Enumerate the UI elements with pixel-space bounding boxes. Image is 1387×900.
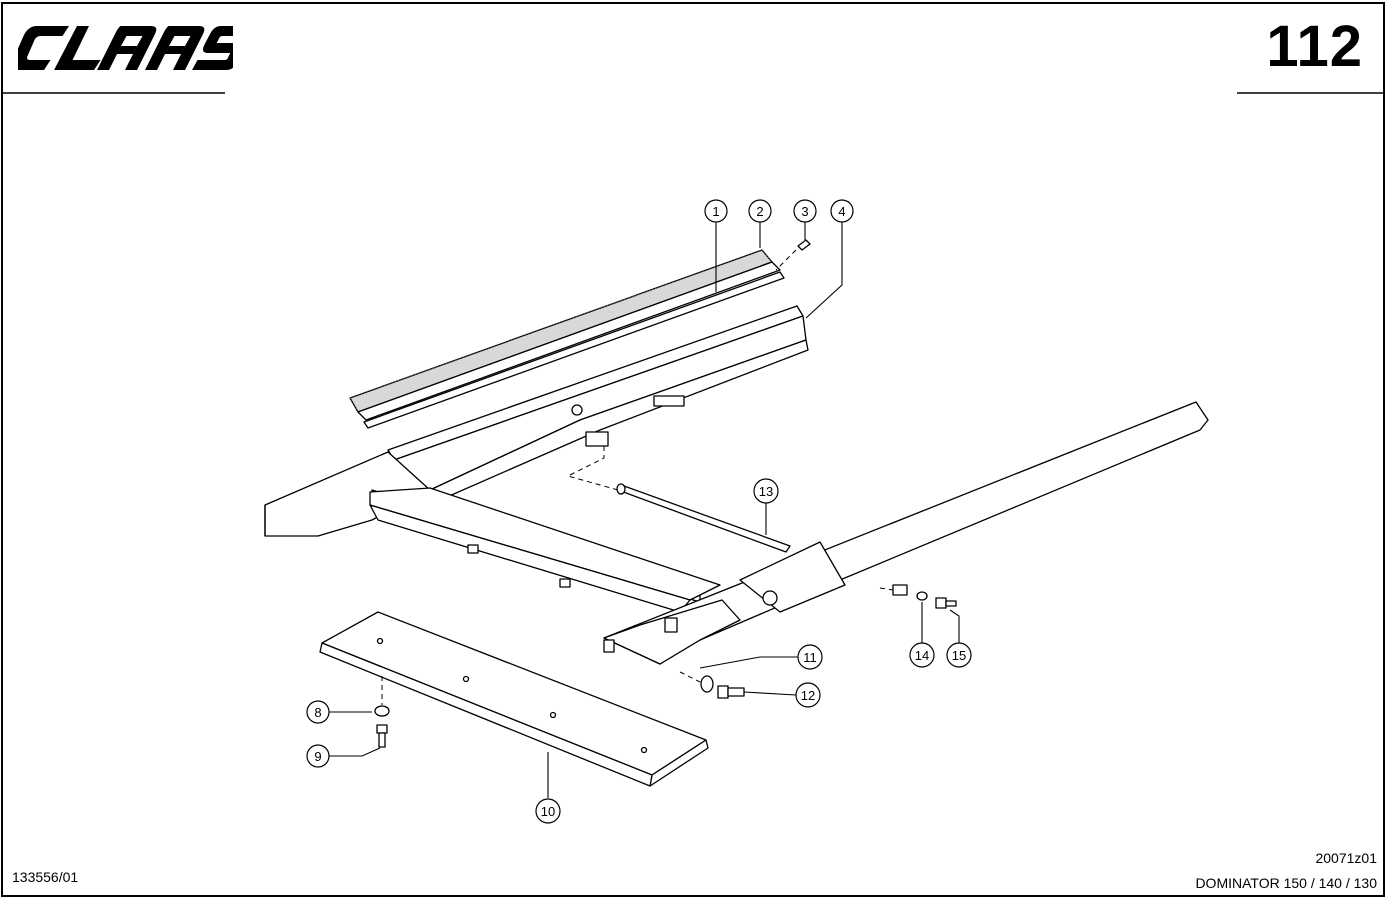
svg-text:13: 13 [759, 484, 773, 499]
callout-13: 13 [753, 478, 779, 504]
svg-text:3: 3 [801, 204, 808, 219]
callout-11: 11 [797, 644, 823, 670]
callout-3: 3 [793, 199, 817, 223]
part-bolt-12 [717, 685, 745, 699]
part-bracket [585, 431, 609, 447]
part-clamp-bar [363, 271, 785, 429]
model-designation: DOMINATOR 150 / 140 / 130 [1195, 875, 1377, 891]
part-screw-3 [797, 239, 811, 251]
callout-2: 2 [748, 199, 772, 223]
svg-text:15: 15 [952, 648, 966, 663]
callout-14: 14 [909, 642, 935, 668]
svg-text:2: 2 [756, 204, 763, 219]
svg-text:14: 14 [915, 648, 929, 663]
part-rod [616, 483, 791, 553]
part-washer-11 [700, 675, 714, 693]
part-washer-14 [916, 591, 928, 601]
svg-text:8: 8 [314, 705, 321, 720]
svg-text:9: 9 [314, 749, 321, 764]
callout-1: 1 [704, 199, 728, 223]
callout-12: 12 [795, 682, 821, 708]
part-bracket-2 [653, 395, 685, 407]
callout-set: 1 2 3 4 8 9 10 11 12 13 14 15 [306, 199, 972, 824]
part-spacer-14 [892, 584, 908, 596]
claas-logo [18, 26, 233, 70]
svg-text:10: 10 [541, 804, 555, 819]
page-number: 112 [1266, 14, 1363, 79]
part-rear-cross-beam [369, 487, 721, 613]
svg-text:1: 1 [712, 204, 719, 219]
svg-text:4: 4 [838, 204, 845, 219]
part-bolt-15 [935, 597, 957, 609]
part-right-side-member [603, 401, 1209, 665]
document-number: 133556/01 [12, 869, 79, 885]
part-front-beam [387, 305, 809, 501]
part-seal-strip [349, 249, 781, 421]
part-cover-plate [319, 611, 709, 787]
callout-10: 10 [535, 798, 561, 824]
callout-9: 9 [306, 744, 330, 768]
part-bolt [376, 724, 388, 748]
callout-8: 8 [306, 700, 330, 724]
callout-4: 4 [830, 199, 854, 223]
part-washer [374, 705, 390, 717]
drawing-reference: 20071z01 [1315, 850, 1377, 866]
svg-text:12: 12 [801, 688, 815, 703]
svg-text:11: 11 [803, 650, 817, 665]
callout-15: 15 [946, 642, 972, 668]
